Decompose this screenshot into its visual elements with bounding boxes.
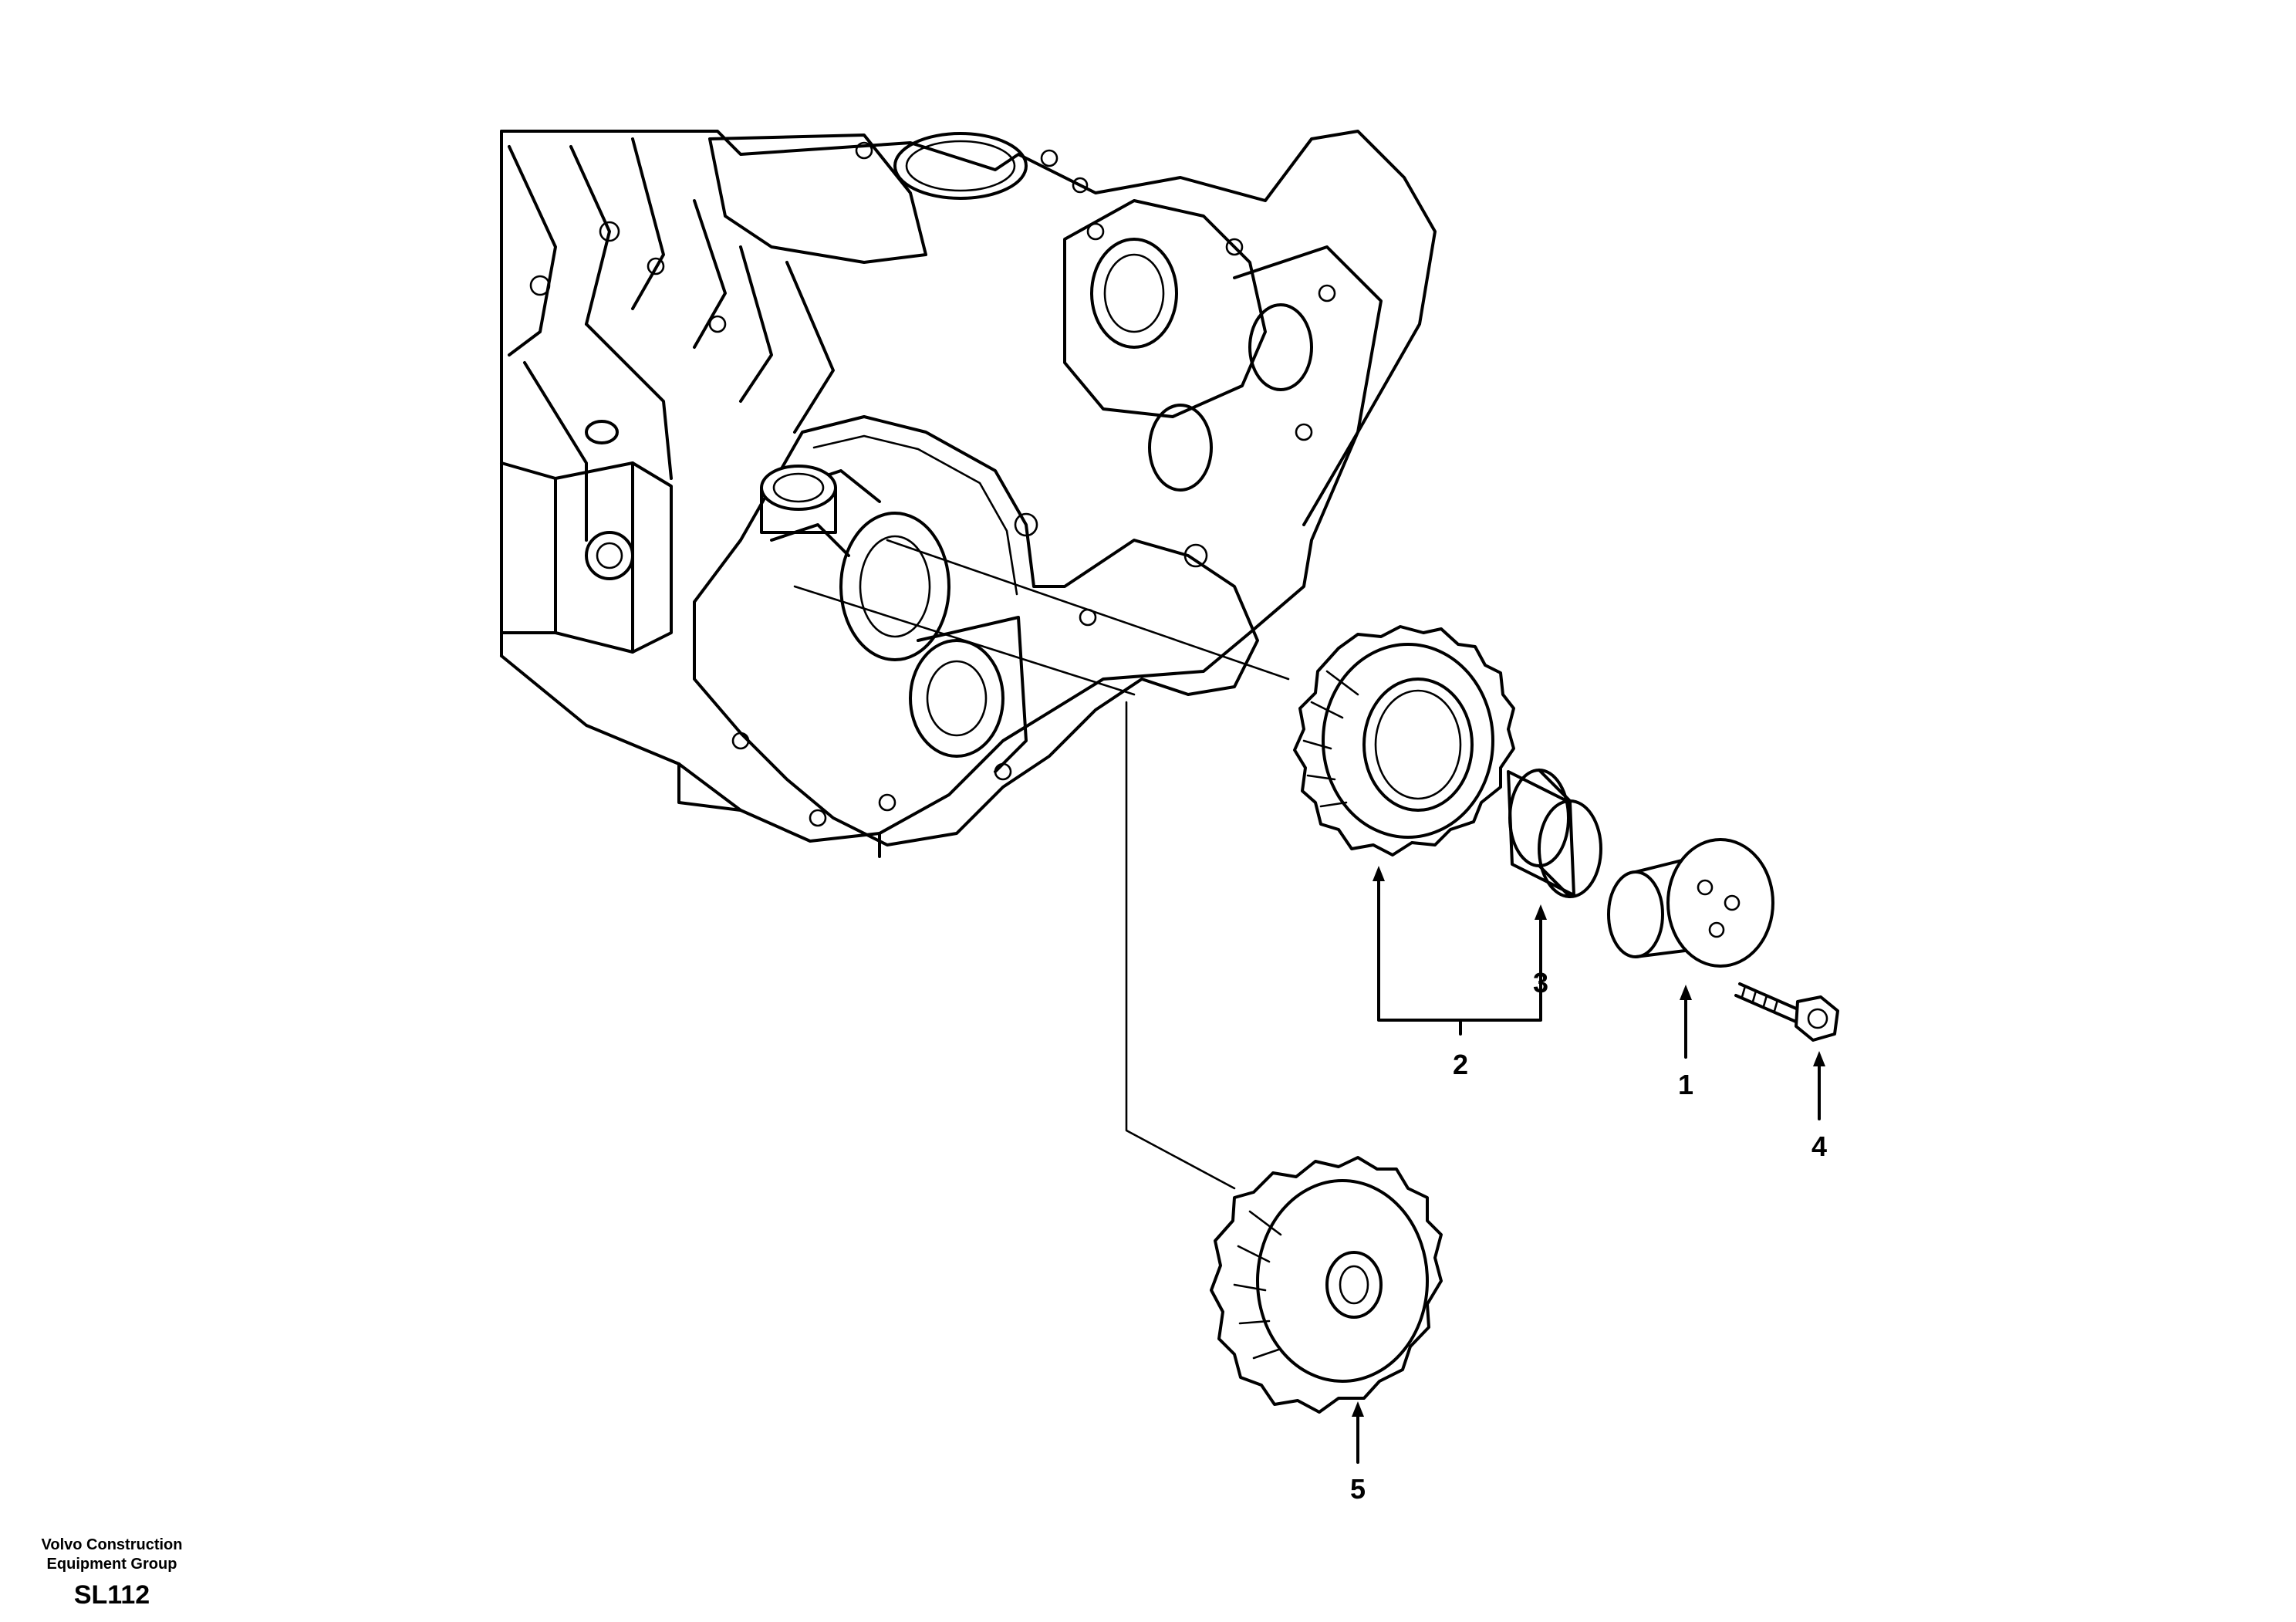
footer-company: Volvo Construction Equipment Group [0, 1536, 224, 1574]
footer-drawing-code: SL112 [73, 1580, 150, 1610]
idler-gear-upper [1293, 625, 1515, 857]
callout-4: 4 [1811, 1130, 1827, 1162]
callout-2: 2 [1453, 1049, 1468, 1080]
callout-leaders [1352, 866, 1825, 1464]
footer-company-line1: Volvo Construction [41, 1536, 183, 1553]
spindle-hub [1607, 838, 1774, 968]
gear-lower [1210, 1156, 1443, 1414]
callout-1: 1 [1678, 1069, 1693, 1100]
flange-bolt [1734, 982, 1839, 1042]
bushing [1507, 769, 1602, 898]
callout-3: 3 [1533, 967, 1548, 999]
callout-labels: 1 2 3 4 5 [1350, 967, 1827, 1505]
assembly-lines [793, 539, 1290, 1190]
callout-5: 5 [1350, 1473, 1366, 1505]
footer-company-line2: Equipment Group [46, 1556, 177, 1573]
engine-block [500, 130, 1437, 858]
